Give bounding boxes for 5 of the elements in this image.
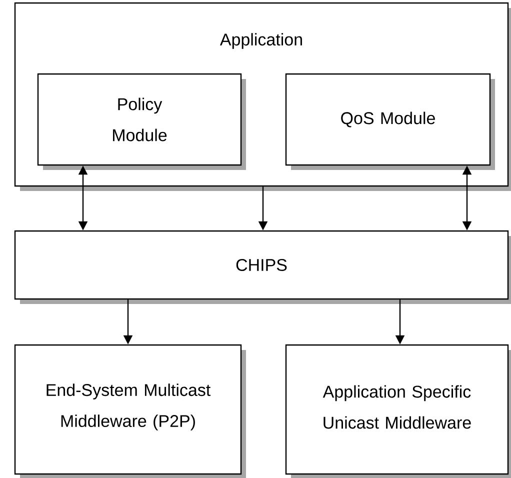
middleware-box: Application Specific Unicast Middleware [285,344,511,478]
middleware-box: End-System Multicast Middleware (P2P) [14,344,246,478]
module-box: Policy Module [37,73,246,170]
chips-layer-box: CHIPS [14,230,511,304]
module-box: QoS Module [285,73,495,170]
